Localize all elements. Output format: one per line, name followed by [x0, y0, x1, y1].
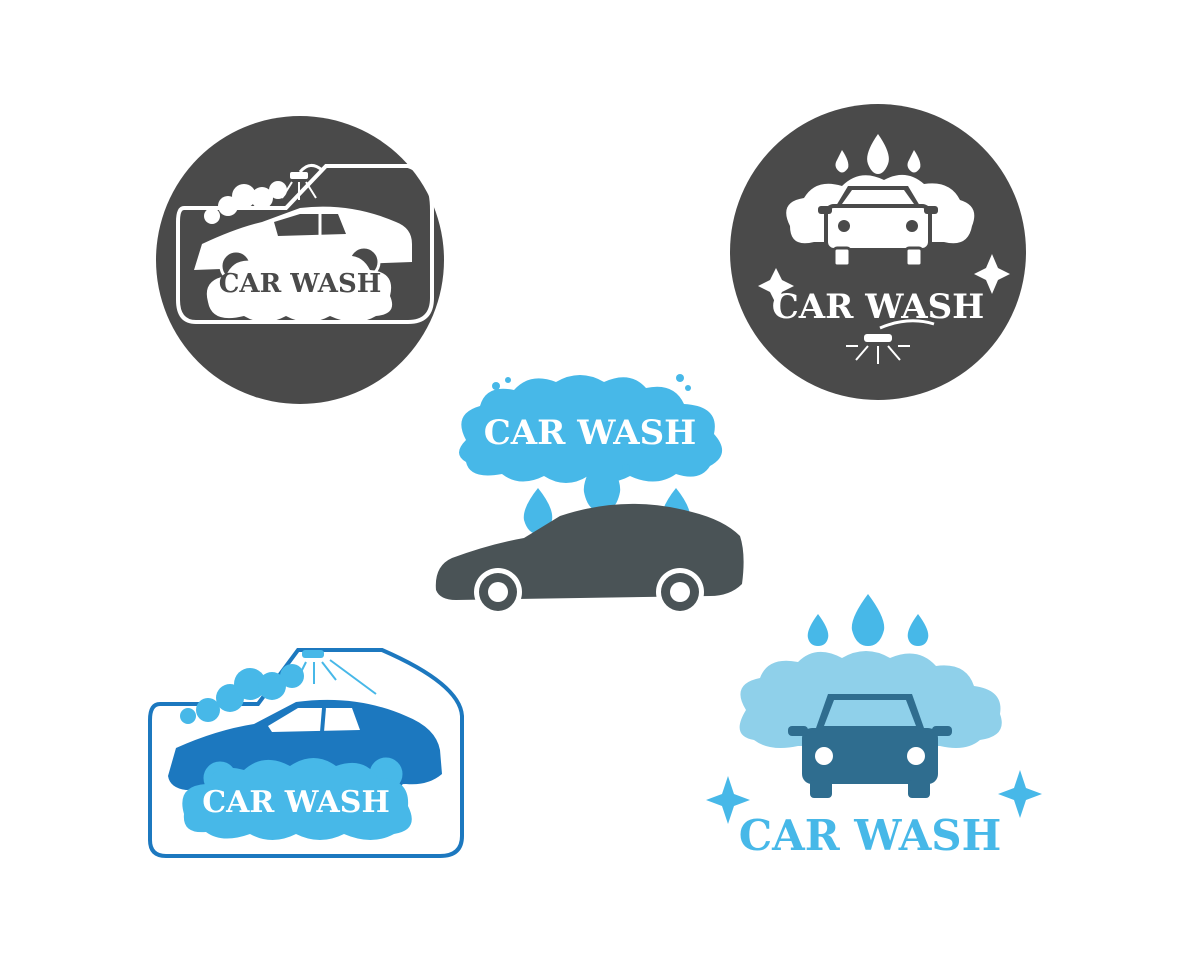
water-drop-icon: [523, 488, 553, 534]
foam-bubbles-icon: [180, 664, 304, 724]
car-front-icon: [788, 694, 952, 798]
water-drop-icon: [807, 594, 929, 646]
badge-frame: [176, 164, 434, 324]
logo-dark-front-badge: CAR WASH: [730, 104, 1026, 400]
logo-blue-cloud-sedan: CAR WASH: [435, 374, 744, 616]
badge-frame: [148, 648, 464, 858]
car-side-icon: [435, 503, 744, 616]
shower-head-icon: [846, 319, 935, 364]
water-drop-icon: [835, 134, 921, 174]
car-front-icon: [818, 186, 938, 268]
logo-label: CAR WASH: [739, 811, 1002, 860]
logo-label: CAR WASH: [484, 413, 697, 453]
logo-blue-front-cloud: CAR WASH: [706, 594, 1042, 860]
logo-label: CAR WASH: [202, 785, 390, 820]
foam-bubbles-icon: [492, 374, 691, 472]
sparkle-icon: [974, 254, 1010, 294]
foam-cloud-icon: [459, 375, 723, 483]
water-drop-icon: [583, 450, 621, 512]
logo-blue-frame-sedan: CAR WASH: [148, 648, 464, 858]
foam-cloud-icon: [182, 758, 412, 840]
foam-cloud-icon: [206, 251, 393, 322]
logo-label: CAR WASH: [772, 287, 985, 327]
logo-dark-sedan-badge: CAR WASH: [156, 116, 444, 404]
sparkle-icon: [998, 770, 1042, 818]
sparkle-icon: [706, 776, 750, 824]
foam-bubbles-icon: [204, 181, 287, 224]
logo-label: CAR WASH: [219, 269, 382, 299]
shower-head-icon: [295, 650, 377, 695]
sparkle-icon: [758, 268, 794, 304]
